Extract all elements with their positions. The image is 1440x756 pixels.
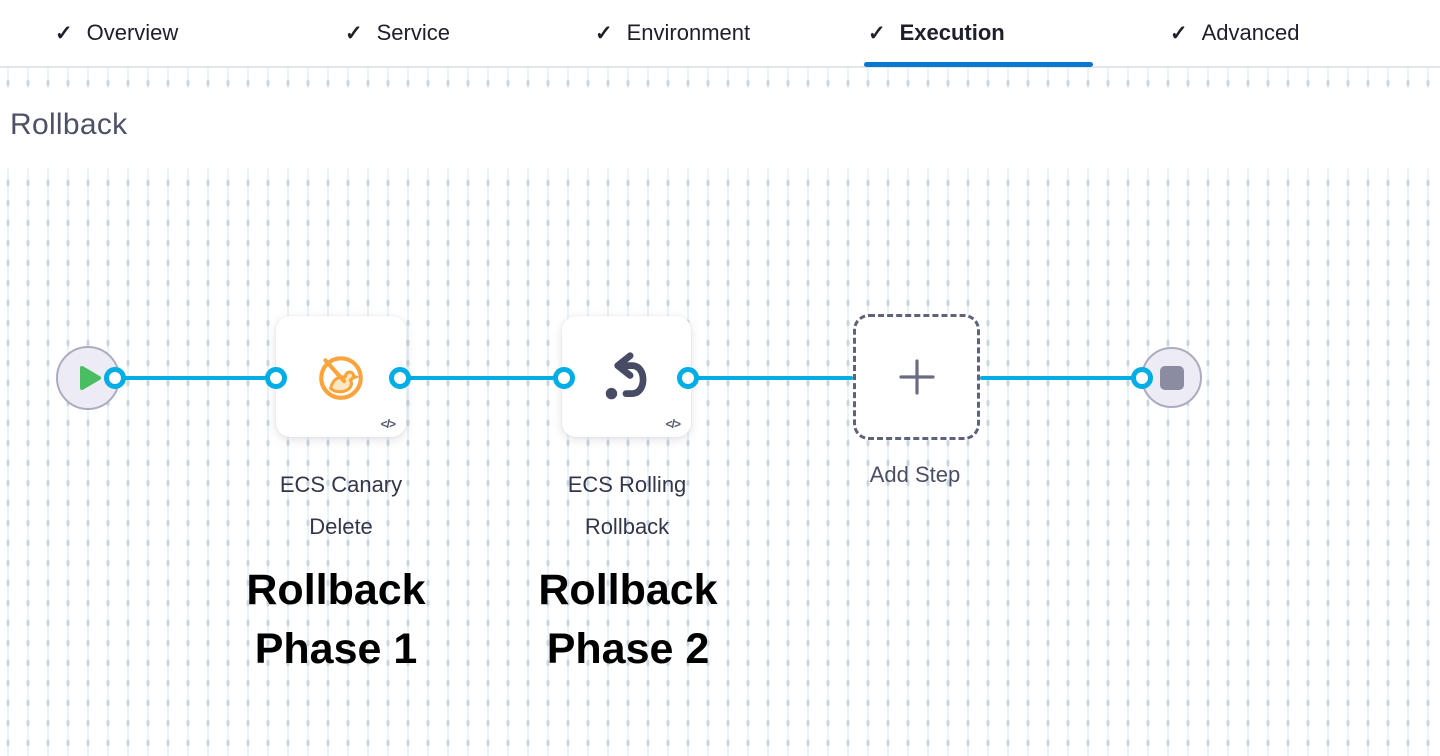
- check-icon: ✓: [595, 21, 613, 45]
- tab-label: Advanced: [1201, 20, 1300, 45]
- plus-icon: [898, 359, 935, 395]
- tab-advanced[interactable]: ✓ Advanced: [1170, 0, 1299, 66]
- connector-point: [265, 367, 287, 389]
- pipeline-end-node: [1141, 347, 1202, 408]
- connector-point: [1131, 367, 1153, 389]
- add-step-button[interactable]: [853, 314, 980, 440]
- ecs-canary-delete-icon: [319, 355, 363, 400]
- connector-point: [677, 367, 699, 389]
- connector-point: [553, 367, 575, 389]
- section-title: Rollback: [10, 108, 128, 141]
- code-view-icon: </>: [380, 417, 396, 431]
- step-name-label: ECS Canary Delete: [279, 472, 403, 539]
- connector-point: [389, 367, 411, 389]
- stage-tab-bar: ✓ Overview ✓ Service ✓ Environment ✓ Exe…: [0, 0, 1440, 68]
- check-icon: ✓: [345, 21, 363, 45]
- check-icon: ✓: [55, 21, 73, 45]
- active-tab-indicator: [864, 62, 1093, 67]
- add-step-label: Add Step: [869, 462, 961, 487]
- tab-label: Environment: [626, 20, 751, 45]
- tab-environment[interactable]: ✓ Environment: [595, 0, 750, 66]
- check-icon: ✓: [1170, 21, 1188, 45]
- code-view-icon: </>: [665, 417, 681, 431]
- tab-label: Service: [376, 20, 450, 45]
- step-card-ecs-canary-delete[interactable]: </>: [276, 316, 406, 437]
- play-icon: [80, 366, 101, 390]
- step-name-label: ECS Rolling Rollback: [567, 472, 687, 539]
- pipeline-canvas: [0, 68, 1440, 756]
- flow-line: [400, 376, 564, 380]
- tab-service[interactable]: ✓ Service: [345, 0, 450, 66]
- connector-point: [104, 367, 126, 389]
- tab-label: Execution: [899, 20, 1005, 45]
- check-icon: ✓: [868, 21, 886, 45]
- tab-overview[interactable]: ✓ Overview: [55, 0, 178, 66]
- tab-execution[interactable]: ✓ Execution: [868, 0, 1005, 66]
- step-card-ecs-rolling-rollback[interactable]: </>: [562, 316, 691, 437]
- annotation-rollback-phase-1: Rollback Phase 1: [246, 566, 426, 673]
- stop-icon: [1159, 365, 1184, 390]
- flow-line: [980, 376, 1142, 380]
- flow-line: [115, 376, 276, 380]
- annotation-rollback-phase-2: Rollback Phase 2: [538, 566, 718, 673]
- section-header-band: [0, 88, 1440, 168]
- flow-line: [688, 376, 853, 380]
- tab-label: Overview: [86, 20, 179, 45]
- ecs-rolling-rollback-icon: [605, 351, 646, 399]
